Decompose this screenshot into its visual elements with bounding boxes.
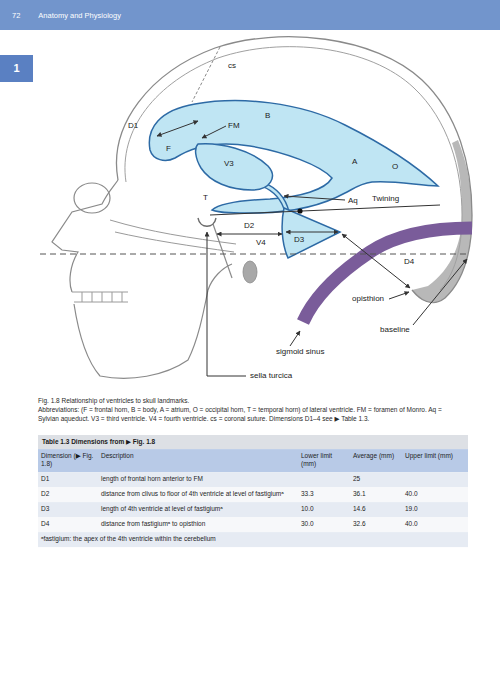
table-cell: 40.0 xyxy=(405,520,465,528)
dimension-label: D4 xyxy=(404,258,414,266)
table-cell: 25 xyxy=(353,475,399,483)
fourth-ventricle xyxy=(282,208,340,258)
caption-abbreviations: Abbreviations: (F = frontal horn, B = bo… xyxy=(38,406,463,423)
landmark-label: sigmoid sinus xyxy=(276,348,324,356)
figure-caption: Fig. 1.8 Relationship of ventricles to s… xyxy=(38,397,463,405)
aqueduct-lumen xyxy=(262,184,287,212)
clivus xyxy=(213,224,232,278)
table-header-cell: Dimension (▶ Fig. 1.8) xyxy=(41,452,95,468)
twining-midpoint xyxy=(297,208,302,213)
table-header-cell: Average (mm) xyxy=(353,452,399,460)
chapter-tab: 1 xyxy=(0,55,33,82)
leader-arrow xyxy=(413,259,467,325)
header-band: 72 Anatomy and Physiology xyxy=(0,0,500,30)
table-cell: 10.0 xyxy=(301,505,347,513)
third-ventricle xyxy=(196,144,273,190)
dimension-label: D1 xyxy=(128,122,138,130)
table-header-cell: Description xyxy=(101,452,295,460)
ventricle-part-label: A xyxy=(352,158,357,166)
table-title-band: Table 1.3 Dimensions from ▶ Fig. 1.8 xyxy=(38,435,468,449)
table-header-cell: Lower limit (mm) xyxy=(301,452,347,468)
mandible xyxy=(74,264,232,378)
table-cell: 32.6 xyxy=(353,520,399,528)
page-number: 72 xyxy=(12,11,20,20)
dimension-line xyxy=(342,234,410,288)
twining-line xyxy=(210,205,440,215)
dimension-label: D2 xyxy=(244,222,254,230)
dimension-line xyxy=(286,232,338,233)
ventricle-part-label: F xyxy=(166,145,171,153)
landmark-label: Twining xyxy=(372,195,399,203)
table-cell: D2 xyxy=(41,490,95,498)
aqueduct-outline xyxy=(262,184,287,212)
table-row-band xyxy=(38,517,468,532)
table-row-band xyxy=(38,449,468,472)
table-header-cell: Upper limit (mm) xyxy=(405,452,465,460)
table-cell: D3 xyxy=(41,505,95,513)
ventricle-part-label: B xyxy=(265,112,270,120)
ventricle-part-label: V3 xyxy=(224,160,234,168)
leader-arrow xyxy=(284,196,345,200)
table-cell: distance from clivus to floor of 4th ven… xyxy=(101,490,295,498)
table-row-band xyxy=(38,487,468,502)
table-cell: 30.0 xyxy=(301,520,347,528)
running-head: Anatomy and Physiology xyxy=(38,11,121,20)
teeth xyxy=(72,292,128,302)
face-outline xyxy=(52,180,118,292)
table-cell: 36.1 xyxy=(353,490,399,498)
sigmoid-sinus-band xyxy=(303,228,472,322)
table-cell: 14.6 xyxy=(353,505,399,513)
ventricle-part-label: FM xyxy=(228,122,240,130)
table-cell: 40.0 xyxy=(405,490,465,498)
ventricle-part-label: V4 xyxy=(256,239,266,247)
table-title: Table 1.3 Dimensions from ▶ Fig. 1.8 xyxy=(42,438,464,446)
leader-arrow xyxy=(202,126,226,138)
sella-turcica-shape xyxy=(198,218,216,226)
baseline-line xyxy=(40,254,470,255)
coronal-suture xyxy=(192,47,220,102)
leader-arrow xyxy=(389,292,409,299)
ventricle-part-label: O xyxy=(392,163,398,171)
cranium-outline xyxy=(117,37,472,303)
table-cell: length of 4th ventricle at level of fast… xyxy=(101,505,295,513)
cranium-inner-table xyxy=(125,47,462,290)
landmark-label: baseline xyxy=(380,326,410,334)
leader-arrow xyxy=(290,331,300,346)
table-cell: length of frontal horn anterior to FM xyxy=(101,475,295,483)
table-cell: D4 xyxy=(41,520,95,528)
landmark-label: opisthion xyxy=(352,295,384,303)
dimension-line xyxy=(217,234,282,235)
leader-arrow xyxy=(207,232,246,376)
chapter-number: 1 xyxy=(13,62,19,75)
table-footnote: ᵃfastigium: the apex of the 4th ventricl… xyxy=(41,535,465,543)
dimension-line xyxy=(157,121,198,136)
occipital-bone xyxy=(412,140,472,303)
suture-label: cs xyxy=(228,62,236,70)
table-cell: distance from fastigiumᵃ to opisthion xyxy=(101,520,295,528)
ventricle-part-label: T xyxy=(203,194,208,202)
ventricle-part-label: Aq xyxy=(348,197,358,205)
orbit xyxy=(74,183,110,213)
table-cell: 19.0 xyxy=(405,505,465,513)
table-cell: D1 xyxy=(41,475,95,483)
lateral-ventricle xyxy=(149,101,438,213)
table-row-band xyxy=(38,502,468,517)
table-row-band xyxy=(38,472,468,487)
mastoid xyxy=(243,261,257,283)
dimension-label: D3 xyxy=(294,236,304,244)
table-cell: 33.3 xyxy=(301,490,347,498)
table-row-band xyxy=(38,532,468,547)
landmark-label: sella turcica xyxy=(250,372,292,380)
